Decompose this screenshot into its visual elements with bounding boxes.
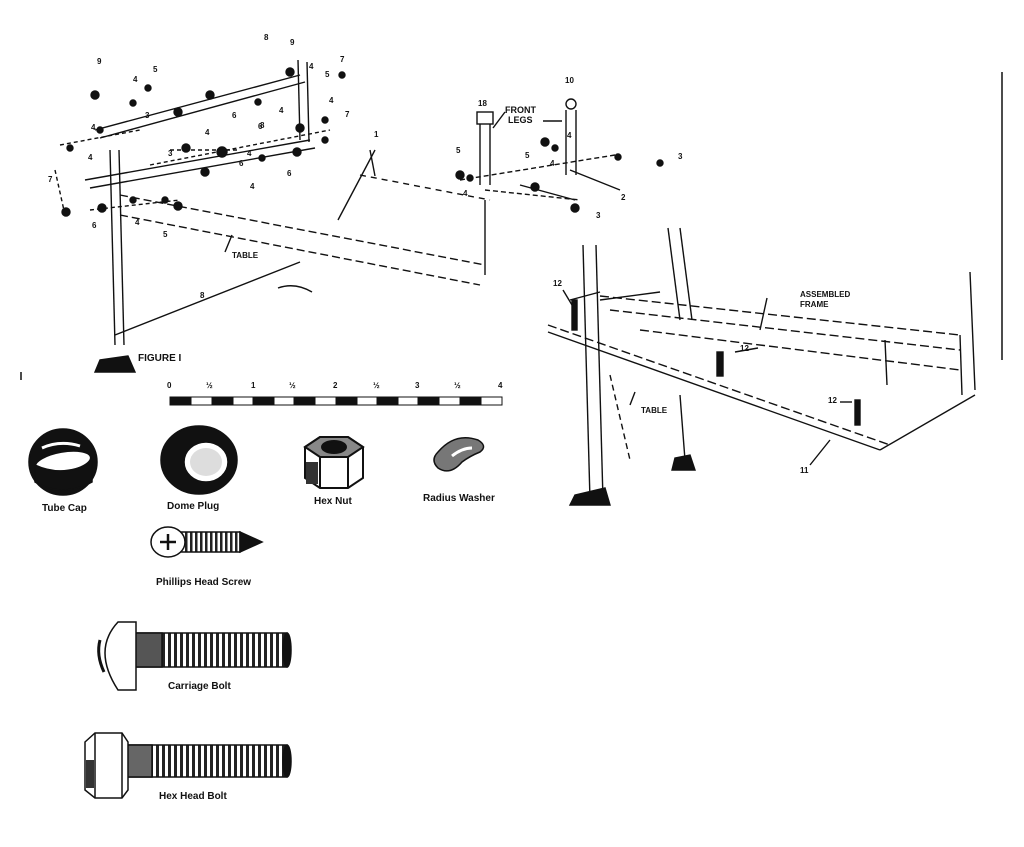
callout-5: 5: [153, 65, 158, 74]
callout-4: 4: [463, 189, 468, 198]
callout-3: 3: [596, 211, 601, 220]
assembled-frame-view: [547, 227, 976, 506]
callout-6: 6: [239, 159, 244, 168]
ruler-tick-1: 1: [251, 381, 256, 390]
front-legs-label-2: LEGS: [508, 115, 533, 125]
callout-9: 9: [290, 38, 295, 47]
tube-cap-label: Tube Cap: [42, 503, 87, 514]
callout-4: 4: [550, 159, 555, 168]
callout-7: 7: [48, 175, 53, 184]
ruler-tick-half: ½: [289, 381, 296, 390]
callout-12: 12: [828, 396, 837, 405]
callout-5: 5: [525, 151, 530, 160]
callout-6: 6: [287, 169, 292, 178]
callout-3: 3: [145, 111, 150, 120]
callout-7: 7: [340, 55, 345, 64]
hex-nut-label: Hex Nut: [314, 496, 352, 507]
callout-4: 4: [279, 106, 284, 115]
callout-6: 6: [92, 221, 97, 230]
radius-washer-label: Radius Washer: [423, 493, 495, 504]
callout-4: 4: [135, 218, 140, 227]
callout-3: 3: [168, 149, 173, 158]
callout-6: 6: [258, 122, 263, 131]
callout-12: 12: [740, 344, 749, 353]
callout-1: 1: [374, 130, 379, 139]
callout-6: 6: [232, 111, 237, 120]
callout-4: 4: [250, 182, 255, 191]
callout-10: 10: [565, 76, 574, 85]
front-legs-label-1: FRONT: [505, 105, 536, 115]
table-label-left: TABLE: [232, 251, 259, 260]
callout-4: 4: [329, 96, 334, 105]
phillips-screw-label: Phillips Head Screw: [156, 577, 252, 588]
callout-5: 5: [325, 70, 330, 79]
callout-8: 8: [264, 33, 269, 42]
callout-4: 4: [247, 149, 252, 158]
callout-4: 4: [133, 75, 138, 84]
tube-cap-icon: [28, 428, 98, 496]
callout-11: 11: [800, 466, 809, 475]
assembled-frame-label-2: FRAME: [800, 300, 829, 309]
callout-4: 4: [309, 62, 314, 71]
dome-plug-label: Dome Plug: [167, 501, 220, 512]
callout-7: 7: [345, 110, 350, 119]
scale-ruler: [169, 396, 503, 406]
callout-4: 4: [567, 131, 572, 140]
ruler-tick-half: ½: [206, 381, 213, 390]
dome-plug-icon: [160, 425, 238, 495]
figure-caption: FIGURE I: [138, 353, 182, 364]
callout-8: 8: [260, 121, 265, 130]
callout-5: 5: [163, 230, 168, 239]
front-legs-view: [455, 98, 664, 213]
carriage-bolt-label: Carriage Bolt: [168, 681, 231, 692]
callout-9: 9: [97, 57, 102, 66]
callout-18-suffix: 8: [482, 99, 487, 108]
callout-4: 4: [91, 123, 96, 132]
callout-12: 12: [553, 279, 562, 288]
hex-head-bolt-icon: [84, 732, 292, 799]
hex-head-bolt-label: Hex Head Bolt: [159, 791, 227, 802]
carriage-bolt-icon: [97, 621, 292, 691]
phillips-screw-icon: [150, 526, 264, 558]
table-label-right: TABLE: [641, 406, 668, 415]
callout-5: 5: [456, 146, 461, 155]
callout-4: 4: [88, 153, 93, 162]
callout-18: 18: [478, 99, 487, 108]
callout-8: 8: [200, 291, 205, 300]
assembled-frame-label-1: ASSEMBLED: [800, 290, 851, 299]
ruler-tick-half: ½: [373, 381, 380, 390]
callout-3: 3: [678, 152, 683, 161]
ruler-tick-half: ½: [454, 381, 461, 390]
hex-nut-icon: [303, 436, 365, 489]
callout-2: 2: [621, 193, 626, 202]
ruler-tick-4: 4: [498, 381, 503, 390]
ruler-tick-0: 0: [167, 381, 172, 390]
ruler-tick-2: 2: [333, 381, 338, 390]
ruler-tick-3: 3: [415, 381, 420, 390]
radius-washer-icon: [433, 437, 485, 472]
callout-4: 4: [205, 128, 210, 137]
left-exploded-view: [54, 59, 491, 373]
